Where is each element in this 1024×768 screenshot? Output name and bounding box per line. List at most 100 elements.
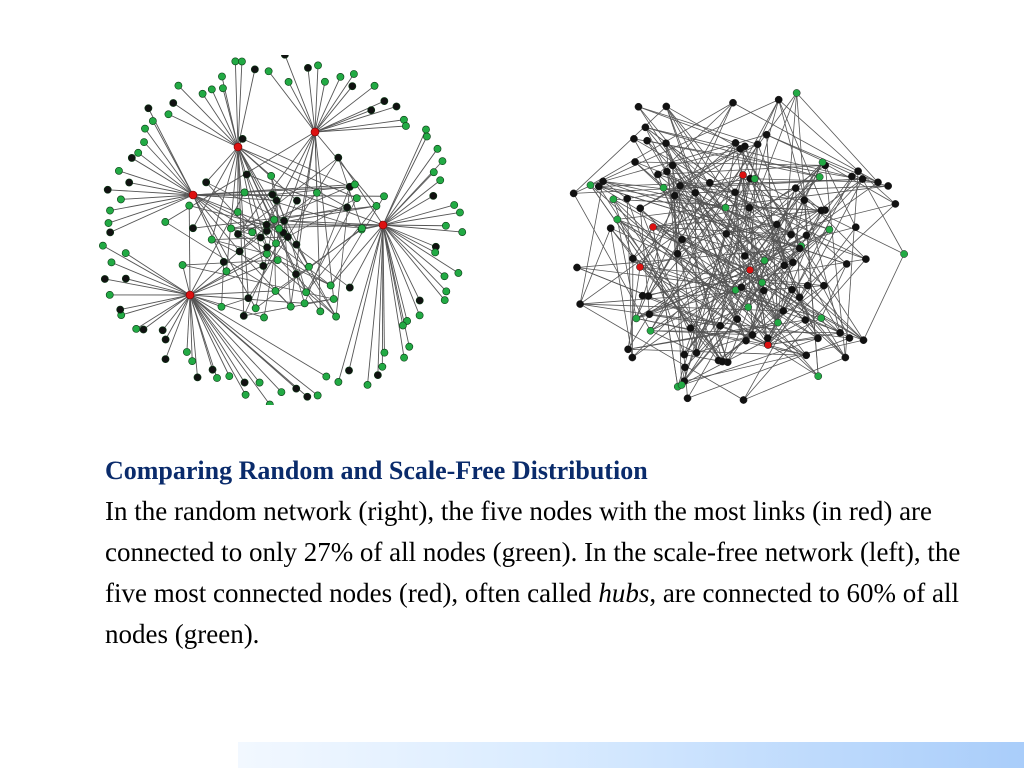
connected-node (613, 215, 622, 224)
node (753, 140, 762, 149)
connected-node (313, 188, 321, 197)
edge (642, 258, 866, 297)
connected-node (378, 362, 387, 371)
connected-node (273, 256, 282, 264)
edge (736, 187, 797, 320)
edge (762, 282, 808, 287)
edge (237, 184, 356, 235)
edge (221, 297, 249, 308)
connected-node (646, 326, 655, 335)
connected-node (198, 89, 207, 98)
scale-free-network-diagram (90, 55, 470, 405)
edge (576, 247, 800, 268)
node (629, 254, 637, 263)
node (127, 154, 136, 162)
node (862, 255, 870, 263)
edge (806, 176, 853, 236)
edge (617, 185, 889, 220)
edge (610, 227, 723, 362)
edge (657, 174, 841, 334)
edge (677, 146, 746, 254)
node (262, 220, 271, 229)
hub-node (233, 142, 243, 152)
node (731, 188, 739, 197)
edge (337, 157, 363, 229)
edge (767, 289, 793, 339)
connected-node (218, 72, 226, 81)
node (636, 204, 645, 213)
node (759, 286, 768, 295)
node (606, 224, 615, 233)
edge (367, 224, 384, 385)
edge (665, 142, 825, 286)
edge (237, 211, 277, 244)
node (292, 384, 301, 393)
edge (602, 180, 726, 209)
node (788, 285, 796, 294)
connected-node (117, 195, 125, 204)
edge (178, 85, 239, 148)
node (845, 334, 854, 342)
edge (645, 126, 889, 187)
edge (382, 129, 427, 226)
node (367, 106, 376, 115)
edge (131, 157, 194, 196)
node (161, 335, 170, 344)
edge (650, 178, 863, 332)
edge (650, 330, 841, 334)
edge (677, 185, 681, 254)
connected-node (336, 73, 345, 81)
edge (189, 294, 318, 396)
edge (598, 186, 822, 319)
edge (741, 229, 830, 288)
edge (778, 99, 896, 205)
edge (696, 334, 753, 354)
edge (382, 136, 428, 226)
connected-node (442, 287, 451, 296)
edge (612, 199, 634, 259)
edge (243, 200, 298, 317)
edge (642, 295, 769, 346)
node (169, 99, 178, 107)
connected-node (161, 218, 170, 226)
edge (741, 286, 779, 323)
edge (382, 224, 459, 274)
edge (273, 219, 276, 291)
edge (162, 294, 191, 331)
connected-node (227, 224, 235, 233)
edge (314, 131, 321, 312)
node (842, 260, 851, 268)
edge (820, 263, 848, 319)
node (121, 274, 130, 283)
node (774, 95, 783, 104)
node (858, 175, 867, 183)
edge (663, 148, 741, 189)
edge (665, 106, 736, 291)
edge (674, 142, 736, 196)
edge (314, 106, 397, 133)
edge (314, 73, 355, 133)
node (234, 230, 242, 238)
edge (189, 294, 246, 396)
edge (639, 266, 824, 287)
edge (766, 134, 863, 180)
edge (260, 131, 316, 238)
node (240, 378, 249, 387)
node (158, 326, 167, 335)
edge (304, 186, 351, 304)
edge (276, 200, 280, 229)
connected-node (349, 70, 358, 78)
node (729, 98, 737, 107)
node (280, 55, 289, 59)
edge (573, 99, 779, 194)
connected-node (271, 287, 280, 295)
nodes (569, 89, 908, 404)
edge (580, 285, 824, 305)
node (740, 252, 749, 260)
node (373, 371, 382, 380)
edge (382, 224, 421, 316)
connected-node (174, 81, 183, 90)
node (235, 247, 244, 256)
edge (573, 178, 863, 194)
node (662, 102, 671, 111)
